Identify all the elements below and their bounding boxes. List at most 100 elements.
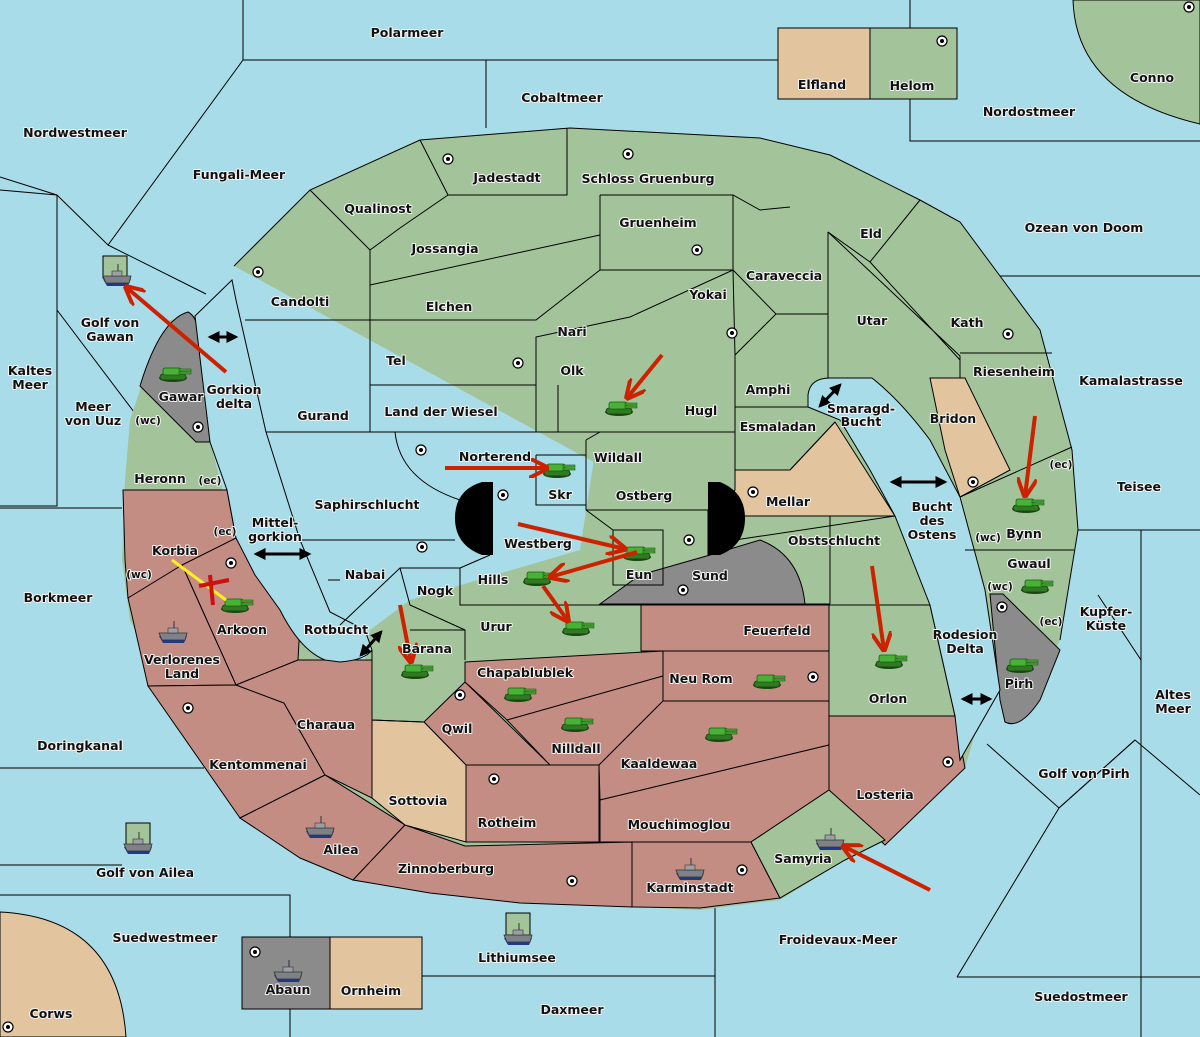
label-helom: Helom <box>890 78 935 93</box>
province-karminstadt[interactable] <box>631 841 781 909</box>
label-elfland: Elfland <box>798 77 846 92</box>
label-eld: Eld <box>860 226 882 241</box>
label-ozean: Ozean von Doom <box>1025 220 1144 235</box>
sc-pirh <box>996 601 1008 613</box>
province-bridon[interactable] <box>929 377 1011 498</box>
label-feuerfeld: Feuerfeld <box>743 623 810 638</box>
label-altes-1: Altes <box>1155 687 1191 702</box>
label-gruenheim: Gruenheim <box>619 215 696 230</box>
impassable-west <box>455 482 493 555</box>
label-nordostmeer: Nordostmeer <box>983 104 1076 119</box>
label-kaltes-1: Kaltes <box>8 363 52 378</box>
label-olk: Olk <box>560 363 584 378</box>
sc-karminstadt <box>736 864 748 876</box>
province-corws[interactable] <box>0 911 127 1037</box>
sc-nabai <box>416 541 428 553</box>
label-nilldall: Nilldall <box>551 741 600 756</box>
label-eun: Eun <box>626 567 652 582</box>
label-nogk: Nogk <box>417 583 454 598</box>
sc-gruenheim <box>691 244 703 256</box>
order-move-samyria <box>843 846 931 892</box>
support-arrow <box>171 558 227 602</box>
coast-heronn-ec: (ec) <box>199 475 222 487</box>
label-smaragd-2: Bucht <box>841 414 882 429</box>
label-gawar: Gawar <box>159 389 205 404</box>
sc-yokai <box>726 327 738 339</box>
label-sottovia: Sottovia <box>389 793 448 808</box>
sc-neu-rom <box>807 671 819 683</box>
label-barana: Barana <box>402 641 452 656</box>
sc-zinnoberburg <box>566 875 578 887</box>
support-cut <box>171 558 230 606</box>
label-suedostmeer: Suedostmeer <box>1034 989 1128 1004</box>
sc-korbia <box>225 557 237 569</box>
order-move-urur <box>541 584 568 621</box>
sc-qwil <box>454 689 466 701</box>
label-esmaladan: Esmaladan <box>740 419 816 434</box>
order-move-orlon <box>870 565 884 650</box>
label-schloss: Schloss Gruenburg <box>581 171 714 186</box>
order-move-gawan <box>126 287 228 374</box>
label-suedwestmeer: Suedwestmeer <box>113 930 219 945</box>
province-rotheim[interactable] <box>465 764 600 843</box>
province-elfland[interactable] <box>777 27 871 100</box>
sc-westberg <box>497 489 509 501</box>
label-zinnoberburg: Zinnoberburg <box>398 861 494 876</box>
sc-mellar <box>747 486 759 498</box>
label-hugl: Hugl <box>685 403 718 418</box>
label-kamala: Kamalastrasse <box>1079 373 1183 388</box>
label-candolti: Candolti <box>271 294 330 309</box>
sc-bridon <box>967 476 979 488</box>
label-mouchimoglou: Mouchimoglou <box>628 817 731 832</box>
label-neu-rom: Neu Rom <box>669 671 732 686</box>
label-charaua: Charaua <box>297 717 355 732</box>
label-verlorenes-1: Verlorenes <box>144 652 220 667</box>
province-ornheim[interactable] <box>329 936 423 1010</box>
label-qwil: Qwil <box>442 721 473 736</box>
label-cobaltmeer: Cobaltmeer <box>521 90 603 105</box>
label-nordwestmeer: Nordwestmeer <box>23 125 128 140</box>
label-gurand: Gurand <box>297 408 349 423</box>
sc-norterend <box>415 444 427 456</box>
label-kaaldewaa: Kaaldewaa <box>621 756 698 771</box>
label-saphirschlucht: Saphirschlucht <box>315 497 420 512</box>
sc-ostberg <box>683 534 695 546</box>
province-sund[interactable] <box>598 539 806 605</box>
label-fungali: Fungali-Meer <box>193 167 286 182</box>
label-mellar: Mellar <box>766 494 811 509</box>
label-heronn: Heronn <box>134 471 186 486</box>
label-samyria: Samyria <box>774 851 832 866</box>
coast-gwaul-wc: (wc) <box>987 581 1013 593</box>
coast-gwaul-ec: (ec) <box>1040 616 1063 628</box>
sc-candolti <box>252 266 264 278</box>
label-losteria: Losteria <box>856 787 913 802</box>
order-arrows <box>126 287 1035 892</box>
label-ostberg: Ostberg <box>616 488 673 503</box>
label-rodesion-1: Rodesion <box>933 627 998 642</box>
label-jadestadt: Jadestadt <box>472 170 540 185</box>
label-ornheim: Ornheim <box>341 983 401 998</box>
sc-gawar <box>192 421 204 433</box>
label-rotbucht: Rotbucht <box>304 622 368 637</box>
canal-arrow-smaragd <box>818 383 842 408</box>
gorkion-channel <box>194 279 373 663</box>
sc-kath <box>1002 328 1014 340</box>
label-tel: Tel <box>386 353 406 368</box>
province-labels: Elfland Helom Conno Corws Abaun Ornheim … <box>29 69 1176 1022</box>
label-westberg: Westberg <box>504 536 572 551</box>
coast-korbia-ec: (ec) <box>214 526 237 538</box>
sc-corws <box>2 1021 14 1033</box>
smaragd-channel <box>807 377 1001 762</box>
label-uuz-2: von Uuz <box>65 413 121 428</box>
label-verlorenes-2: Land <box>165 666 199 681</box>
label-doringkanal: Doringkanal <box>37 738 123 753</box>
label-golf-pirh: Golf von Pirh <box>1038 766 1129 781</box>
label-karminstadt: Karminstadt <box>646 880 733 895</box>
label-wildall: Wildall <box>594 450 642 465</box>
label-nari: Nari <box>557 324 586 339</box>
label-corws: Corws <box>30 1006 73 1021</box>
province-conno[interactable] <box>1072 0 1200 125</box>
label-amphi: Amphi <box>746 382 791 397</box>
label-arkoon: Arkoon <box>217 622 267 637</box>
label-gorkion-1: Gorkion <box>206 382 261 397</box>
